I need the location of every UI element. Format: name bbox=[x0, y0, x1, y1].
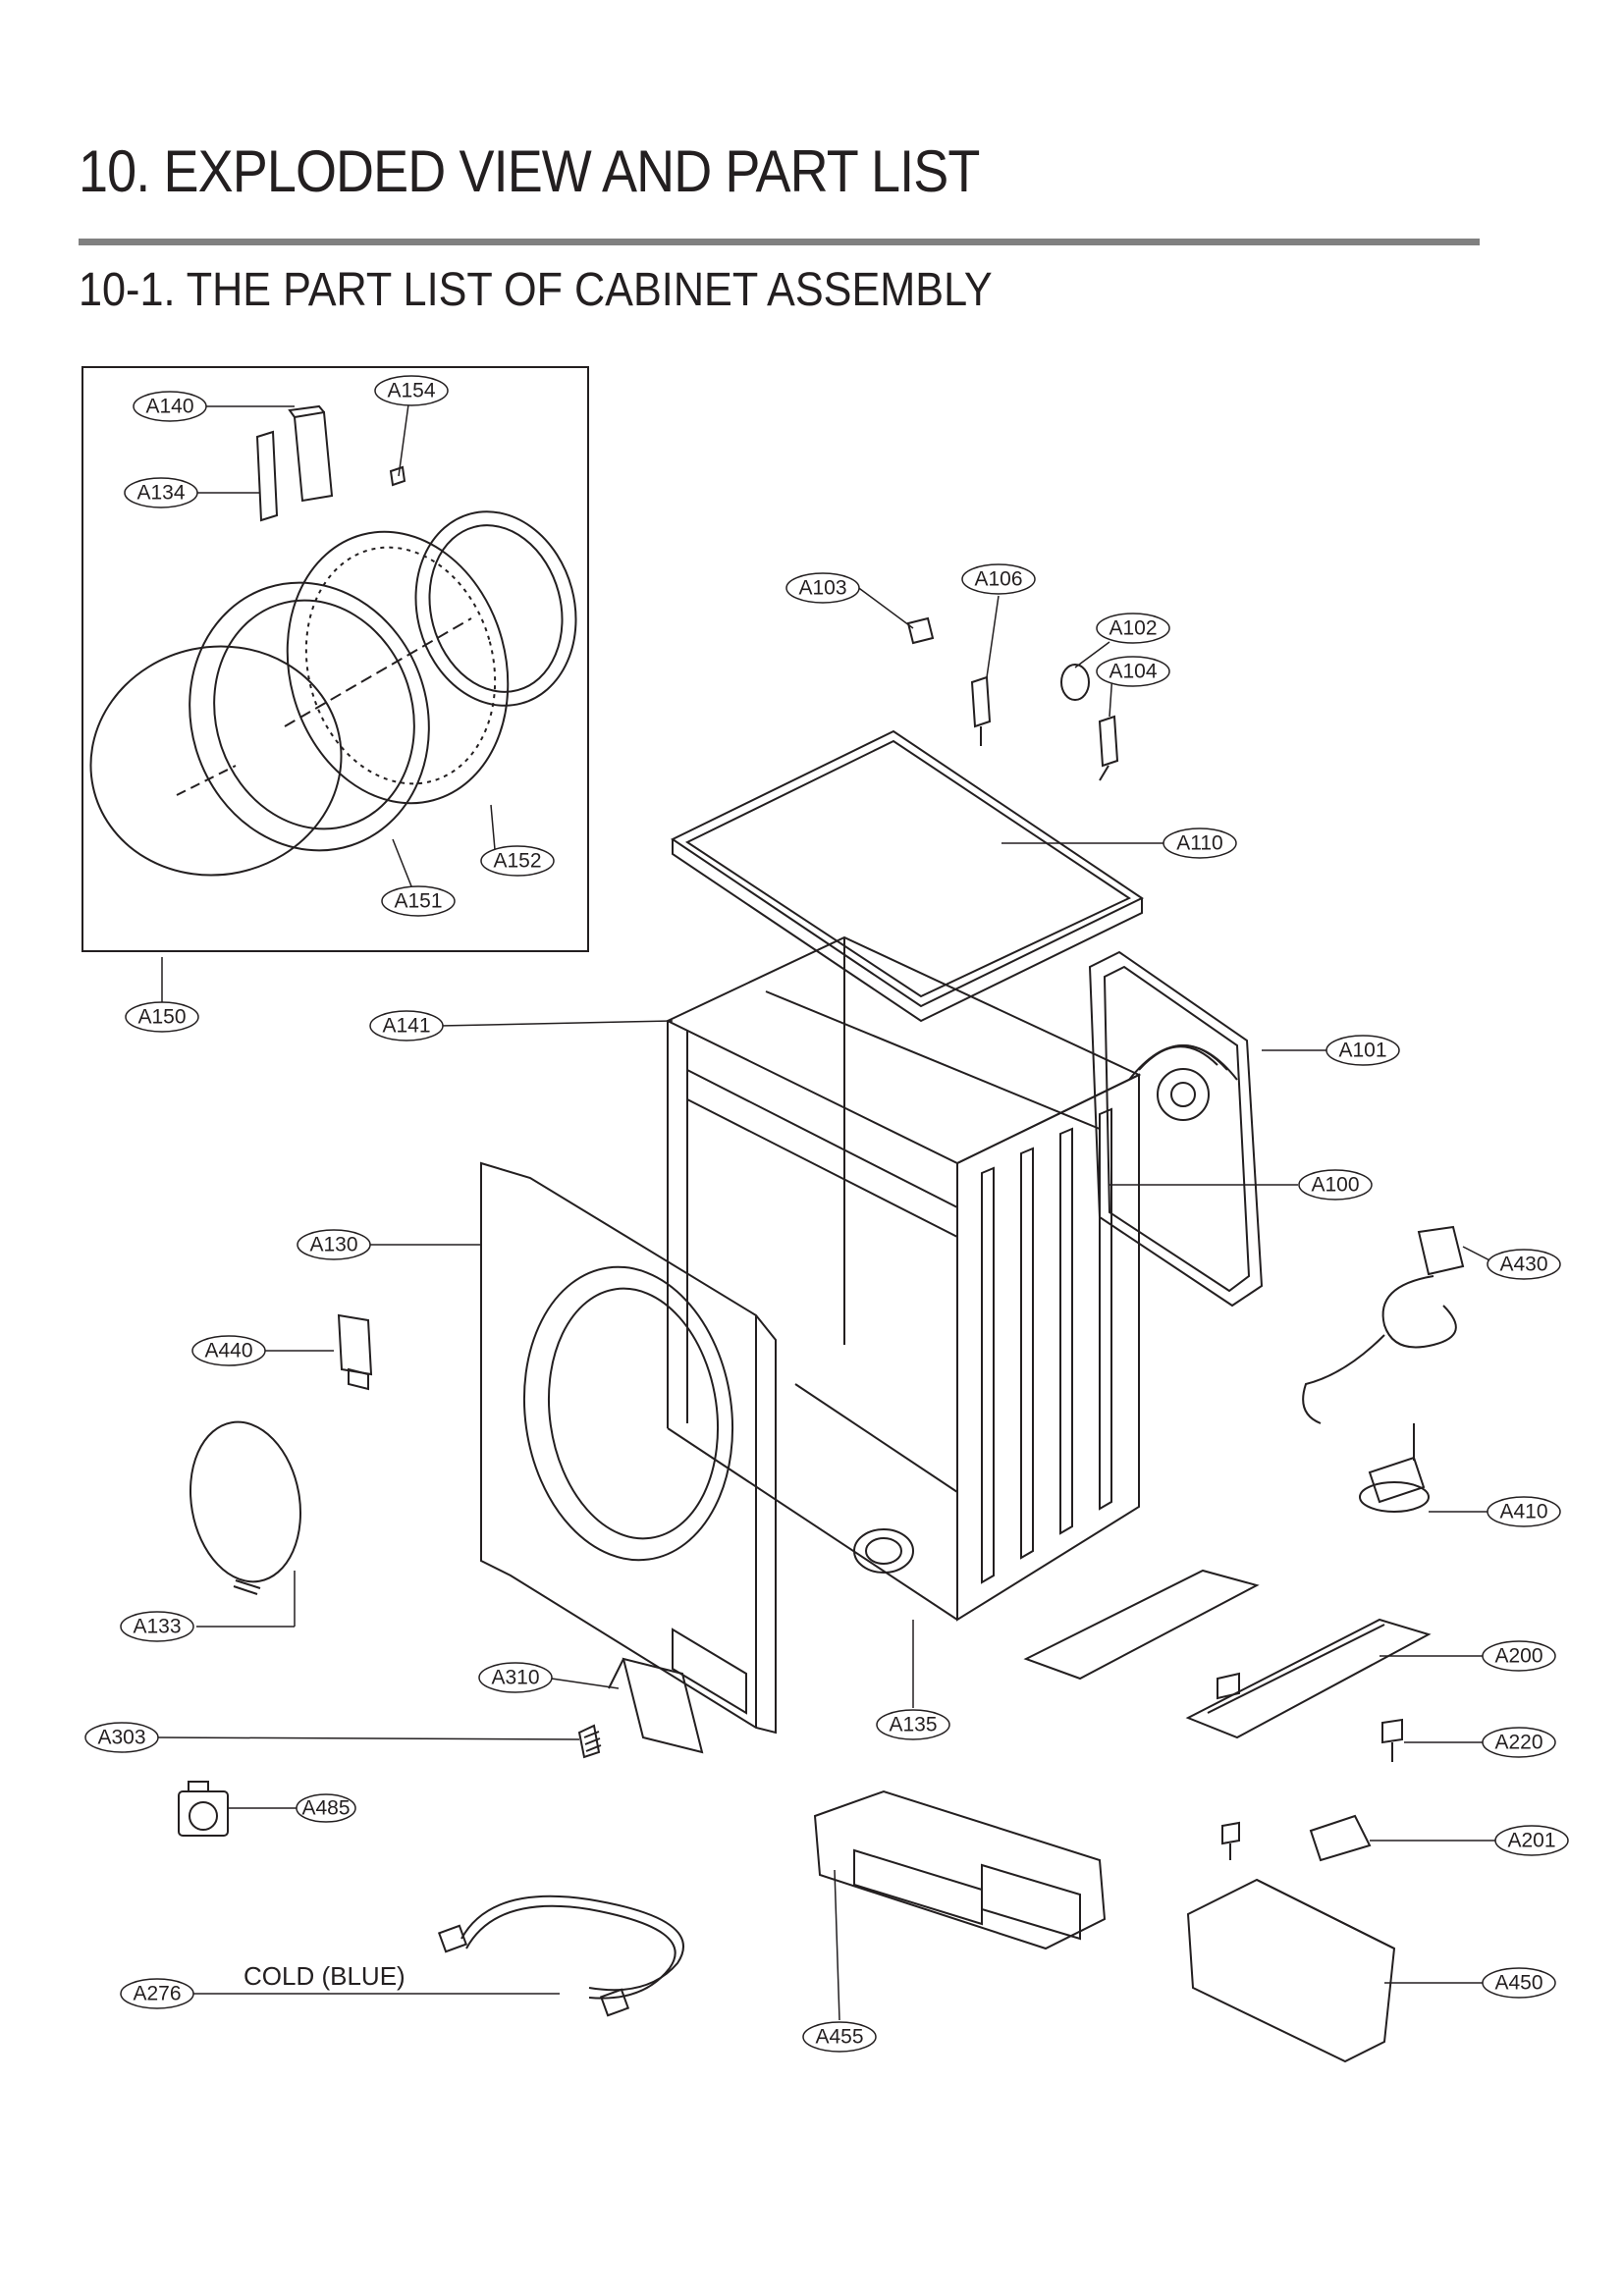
callout-a140: A140 bbox=[145, 396, 193, 418]
callout-a102: A102 bbox=[1109, 617, 1157, 640]
title-divider bbox=[79, 239, 1480, 245]
callout-a410: A410 bbox=[1499, 1501, 1547, 1523]
callout-a135: A135 bbox=[889, 1714, 937, 1736]
callout-a141: A141 bbox=[382, 1015, 430, 1038]
callout-a310: A310 bbox=[491, 1667, 539, 1689]
callout-a151: A151 bbox=[394, 890, 442, 913]
spring-drawing bbox=[577, 1724, 601, 1759]
callout-a133: A133 bbox=[133, 1616, 181, 1638]
door-frame-drawing bbox=[189, 581, 430, 852]
callout-a200: A200 bbox=[1494, 1645, 1542, 1668]
callout-a100: A100 bbox=[1311, 1174, 1359, 1197]
door-assembly-inset bbox=[81, 366, 589, 952]
callout-a276: A276 bbox=[133, 1983, 181, 2005]
bracket-drawing bbox=[1309, 1814, 1372, 1862]
callout-a455: A455 bbox=[815, 2026, 863, 2049]
callout-a450: A450 bbox=[1494, 1972, 1542, 1995]
callout-a220: A220 bbox=[1494, 1732, 1542, 1754]
hose-a102-drawing bbox=[1060, 664, 1090, 701]
ring-clamp-drawing bbox=[189, 1420, 302, 1583]
callout-a134: A134 bbox=[136, 482, 185, 505]
callout-a110: A110 bbox=[1176, 832, 1223, 855]
callout-a104: A104 bbox=[1109, 661, 1157, 683]
door-hinge-drawing bbox=[293, 410, 334, 503]
controller-box-drawing bbox=[813, 1789, 1107, 1950]
back-panel-drawing bbox=[1088, 950, 1264, 1308]
callout-a430: A430 bbox=[1499, 1254, 1547, 1276]
power-cord-drawing bbox=[1302, 1225, 1465, 1424]
part-a485-drawing bbox=[178, 1781, 229, 1837]
door-inner-ring-drawing bbox=[286, 510, 577, 805]
callout-a440: A440 bbox=[204, 1340, 252, 1362]
leveling-feet-drawing bbox=[1217, 1672, 1403, 1860]
door-lock-drawing bbox=[337, 1313, 373, 1376]
callout-a130: A130 bbox=[309, 1234, 357, 1256]
callout-a154: A154 bbox=[387, 380, 435, 402]
detergent-drawer-drawing bbox=[622, 1657, 704, 1754]
clip-a103-drawing bbox=[906, 616, 935, 645]
page-title: 10. EXPLODED VIEW AND PART LIST bbox=[79, 138, 980, 204]
pressure-switch-drawing bbox=[1359, 1423, 1430, 1513]
callout-a101: A101 bbox=[1338, 1040, 1386, 1062]
part-callouts bbox=[84, 375, 1569, 2053]
hose-a106-drawing bbox=[970, 675, 992, 728]
callout-a150: A150 bbox=[137, 1006, 186, 1029]
front-panel-drawing bbox=[480, 1161, 777, 1735]
inlet-hose-drawing bbox=[437, 1895, 684, 2017]
leader-lines bbox=[156, 403, 1498, 2021]
callout-a106: A106 bbox=[974, 568, 1022, 591]
hose-color-note: COLD (BLUE) bbox=[243, 1961, 406, 1991]
callout-a201: A201 bbox=[1507, 1830, 1555, 1852]
callout-a303: A303 bbox=[97, 1727, 145, 1749]
top-cover-drawing bbox=[671, 729, 1144, 1023]
door-handle-drawing bbox=[255, 430, 279, 522]
section-subtitle: 10-1. THE PART LIST OF CABINET ASSEMBLY bbox=[79, 264, 993, 316]
callout-a485: A485 bbox=[301, 1797, 350, 1820]
callout-a152: A152 bbox=[493, 850, 541, 873]
callout-a103: A103 bbox=[798, 577, 846, 600]
base-plate-drawing bbox=[1023, 1569, 1432, 1739]
cover-drawing bbox=[1186, 1878, 1396, 2063]
hose-a104-drawing bbox=[1098, 715, 1119, 768]
door-glass-drawing bbox=[89, 645, 343, 877]
cabinet-body-drawing bbox=[665, 935, 1142, 1622]
